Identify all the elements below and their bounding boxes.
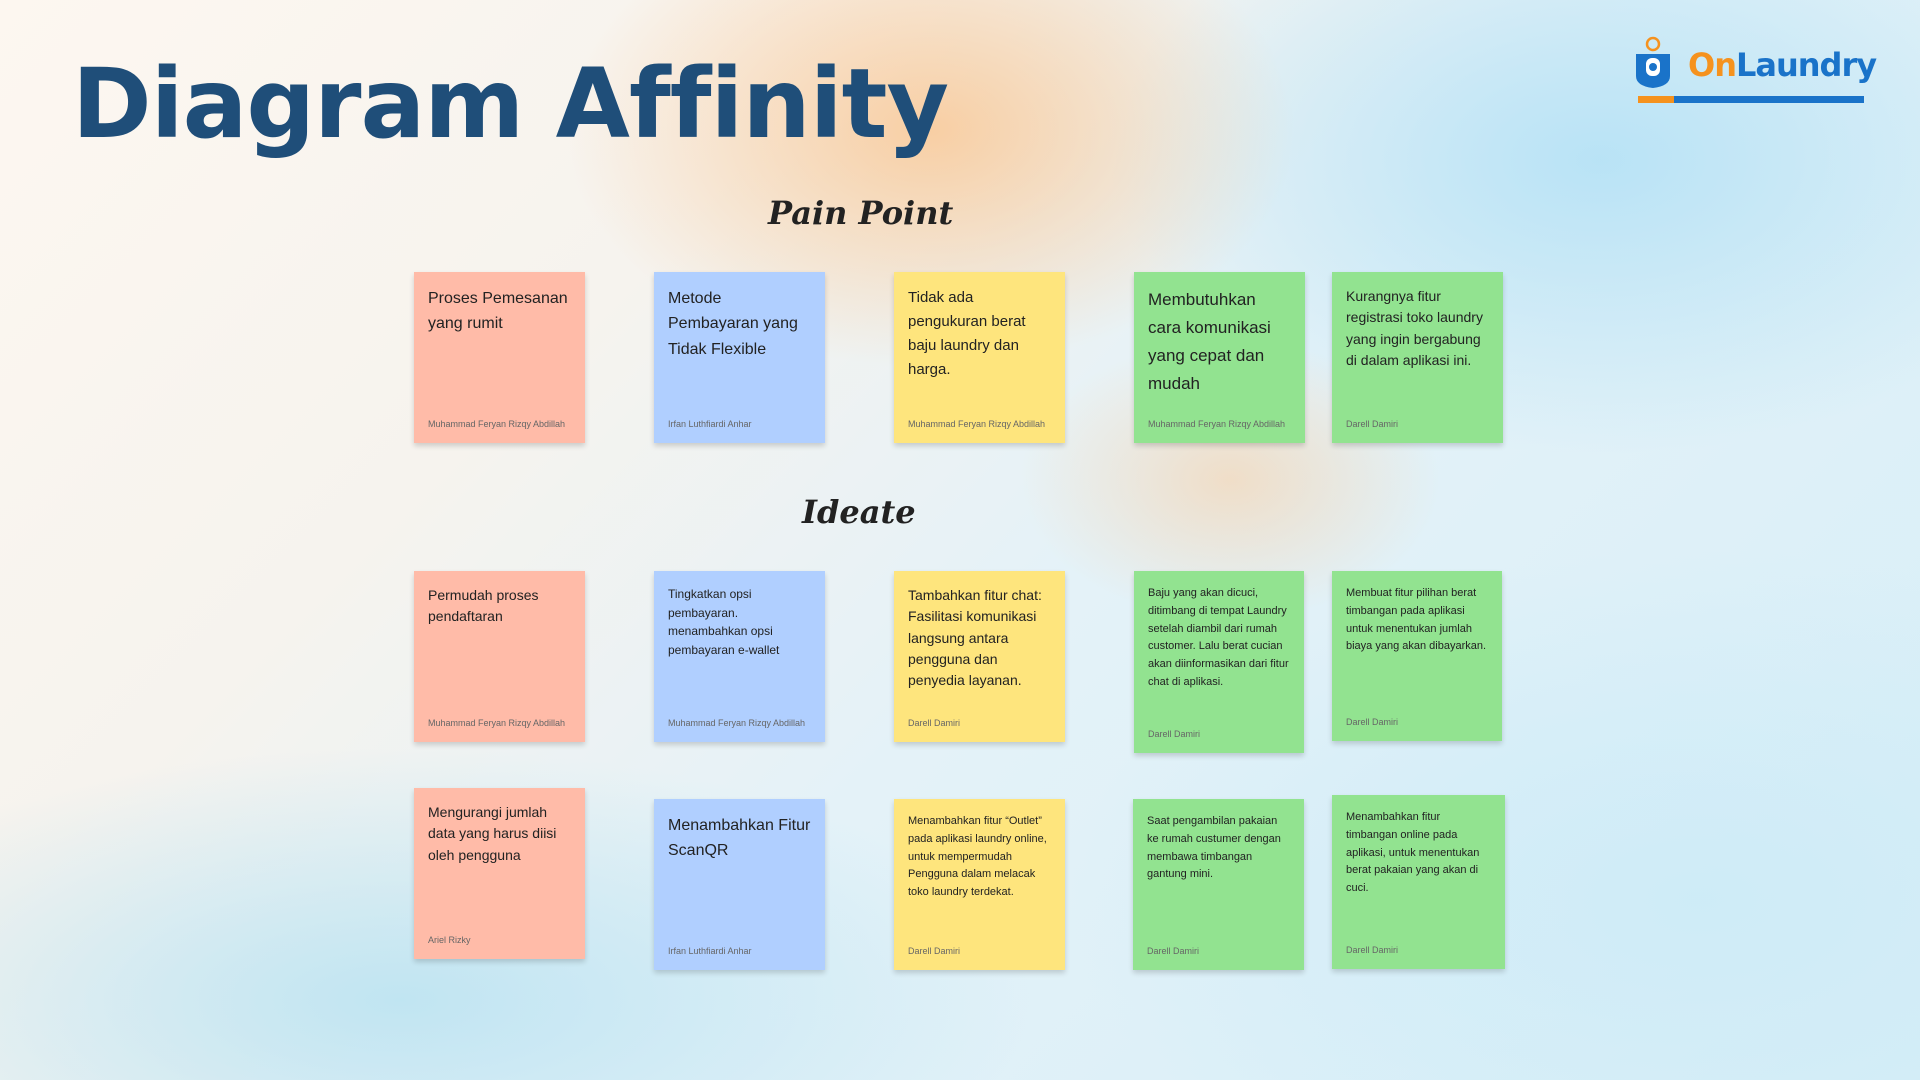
note-text: Tidak ada pengukuran berat baju laundry … — [908, 289, 1026, 378]
logo-wordmark: OnLaundry — [1688, 46, 1877, 84]
sticky-note-pain-1[interactable]: Proses Pemesanan yang rumit Muhammad Fer… — [414, 272, 585, 443]
sticky-note-ideate-4[interactable]: Baju yang akan dicuci, ditimbang di temp… — [1134, 571, 1304, 753]
note-text: Saat pengambilan pakaian ke rumah custum… — [1147, 815, 1281, 881]
sticky-note-ideate-1[interactable]: Permudah proses pendaftaran Muhammad Fer… — [414, 571, 585, 742]
sticky-note-pain-2[interactable]: Metode Pembayaran yang Tidak Flexible Ir… — [654, 272, 825, 443]
note-author: Ariel Rizky — [428, 935, 471, 945]
sticky-note-pain-5[interactable]: Kurangnya fitur registrasi toko laundry … — [1332, 272, 1503, 443]
note-text: Membutuhkan cara komunikasi yang cepat d… — [1148, 290, 1271, 394]
note-author: Darell Damiri — [908, 946, 961, 956]
sticky-note-ideate-8[interactable]: Menambahkan fitur “Outlet” pada aplikasi… — [894, 799, 1065, 970]
ideate-heading: Ideate — [802, 493, 916, 531]
sticky-note-ideate-3[interactable]: Tambahkan fitur chat: Fasilitasi komunik… — [894, 571, 1065, 742]
note-author: Muhammad Feryan Rizqy Abdillah — [1148, 419, 1286, 429]
note-author: Irfan Luthfiardi Anhar — [668, 946, 752, 956]
note-text: Permudah proses pendaftaran — [428, 587, 539, 625]
note-text: Tambahkan fitur chat: Fasilitasi komunik… — [908, 587, 1042, 689]
note-text: Mengurangi jumlah data yang harus diisi … — [428, 804, 557, 863]
note-text: Kurangnya fitur registrasi toko laundry … — [1346, 288, 1483, 368]
note-author: Darell Damiri — [1147, 946, 1200, 956]
sticky-note-ideate-9[interactable]: Saat pengambilan pakaian ke rumah custum… — [1133, 799, 1304, 970]
sticky-note-ideate-6[interactable]: Mengurangi jumlah data yang harus diisi … — [414, 788, 585, 959]
logo-laundry-text: Laundry — [1735, 46, 1877, 84]
page-title: Diagram Affinity — [72, 48, 949, 160]
note-text: Baju yang akan dicuci, ditimbang di temp… — [1148, 587, 1289, 689]
sticky-note-ideate-2[interactable]: Tingkatkan opsi pembayaran. menambahkan … — [654, 571, 825, 742]
note-author: Irfan Luthfiardi Anhar — [668, 419, 752, 429]
note-text: Tingkatkan opsi pembayaran. menambahkan … — [668, 587, 780, 657]
note-author: Muhammad Feryan Rizqy Abdillah — [428, 419, 566, 429]
note-author: Darell Damiri — [1346, 945, 1399, 955]
note-author: Darell Damiri — [1346, 419, 1399, 429]
note-text: Menambahkan fitur “Outlet” pada aplikasi… — [908, 815, 1047, 899]
logo-on-text: On — [1688, 46, 1737, 84]
note-author: Darell Damiri — [1148, 729, 1201, 739]
note-author: Darell Damiri — [1346, 717, 1399, 727]
sticky-note-pain-4[interactable]: Membutuhkan cara komunikasi yang cepat d… — [1134, 272, 1305, 443]
onlaundry-logo: OnLaundry — [1632, 34, 1877, 106]
note-author: Muhammad Feryan Rizqy Abdillah — [668, 718, 806, 728]
note-author: Muhammad Feryan Rizqy Abdillah — [428, 718, 566, 728]
note-author: Muhammad Feryan Rizqy Abdillah — [908, 419, 1046, 429]
logo-underline-accent — [1638, 96, 1674, 103]
note-text: Membuat fitur pilihan berat timbangan pa… — [1346, 587, 1487, 653]
note-text: Menambahkan Fitur ScanQR — [668, 817, 811, 860]
logo-underline — [1638, 96, 1864, 103]
sticky-note-pain-3[interactable]: Tidak ada pengukuran berat baju laundry … — [894, 272, 1065, 443]
laundry-tag-icon — [1636, 36, 1670, 88]
sticky-note-ideate-7[interactable]: Menambahkan Fitur ScanQR Irfan Luthfiard… — [654, 799, 825, 970]
note-text: Menambahkan fitur timbangan online pada … — [1346, 811, 1480, 895]
note-text: Metode Pembayaran yang Tidak Flexible — [668, 290, 798, 358]
sticky-note-ideate-10[interactable]: Menambahkan fitur timbangan online pada … — [1332, 795, 1505, 969]
sticky-note-ideate-5[interactable]: Membuat fitur pilihan berat timbangan pa… — [1332, 571, 1502, 741]
note-author: Darell Damiri — [908, 718, 961, 728]
pain-point-heading: Pain Point — [768, 194, 954, 232]
note-text: Proses Pemesanan yang rumit — [428, 290, 568, 333]
